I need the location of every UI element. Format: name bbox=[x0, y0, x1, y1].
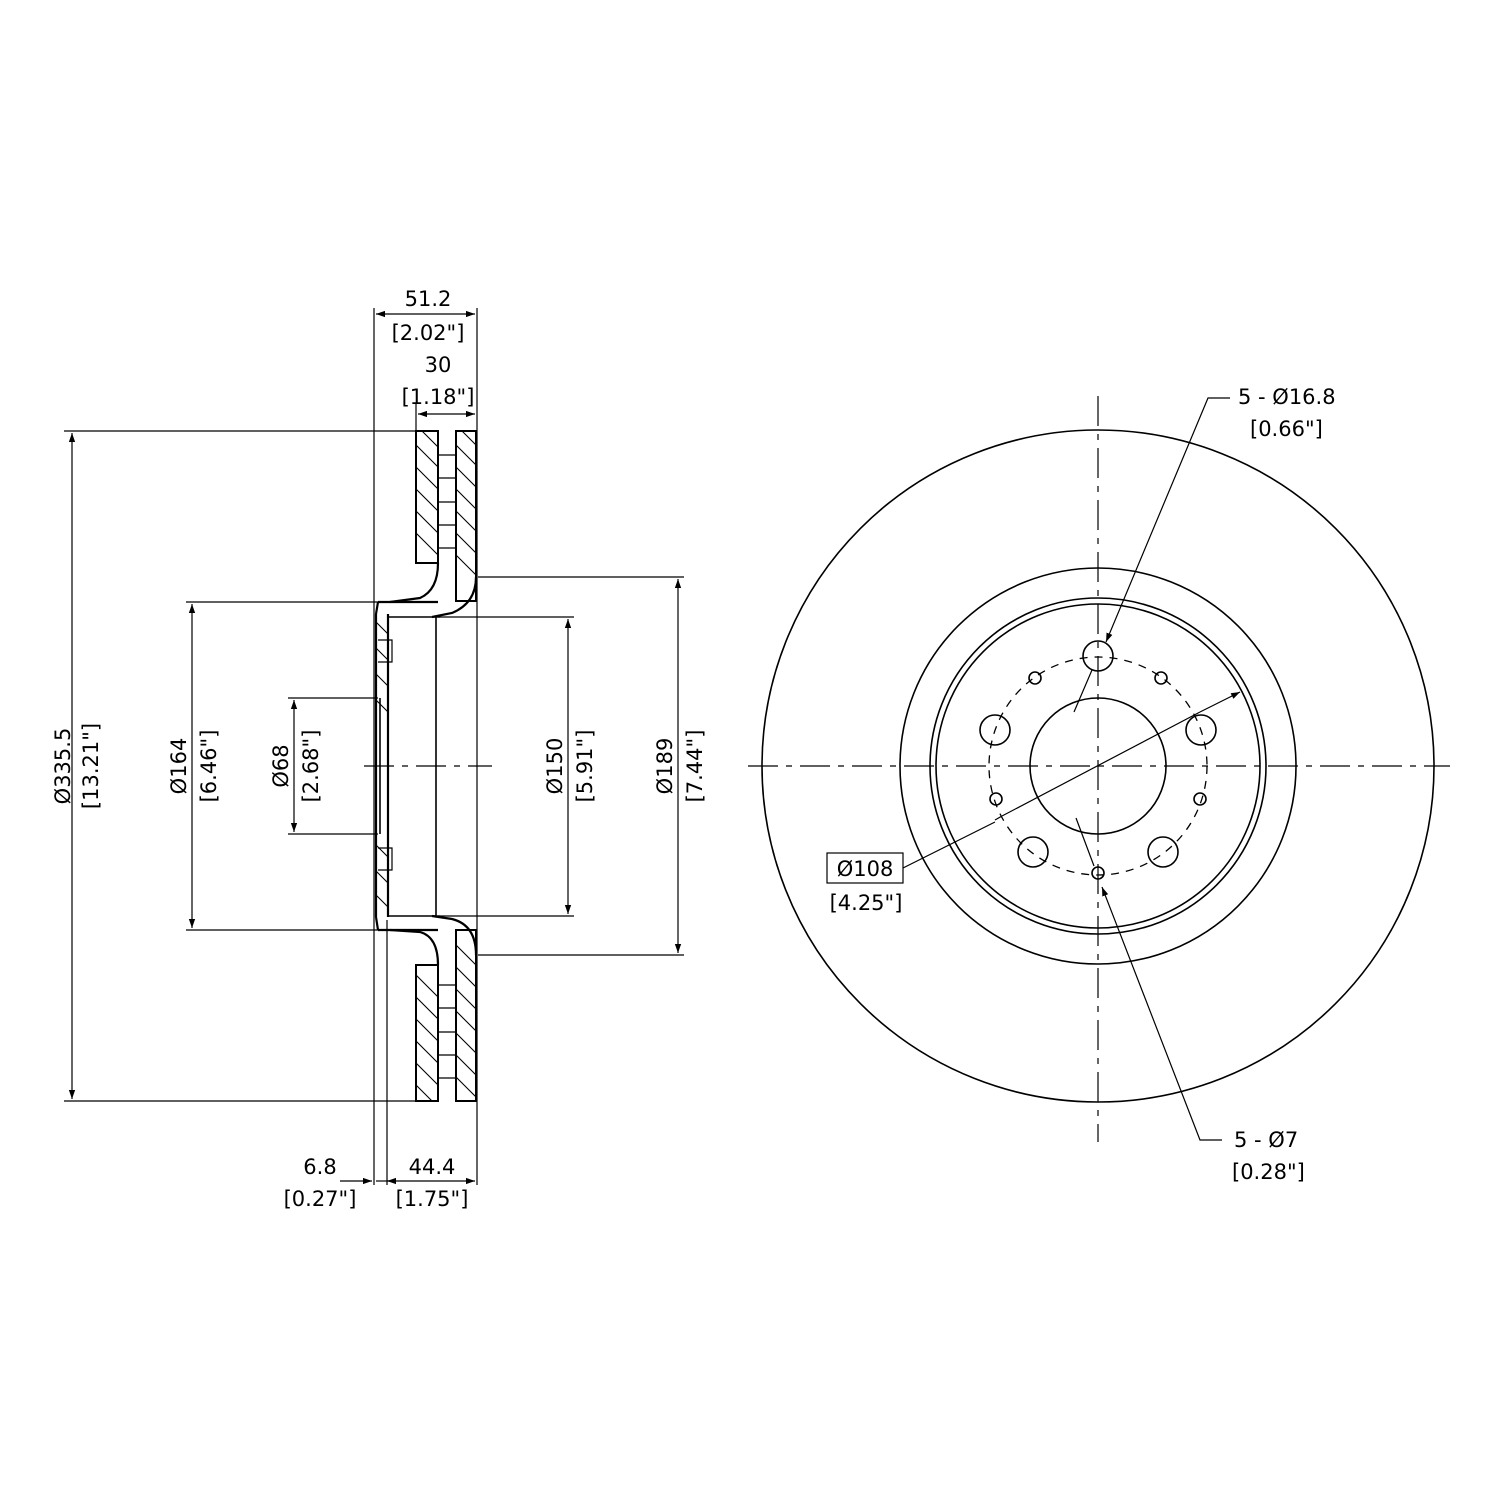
dim-hat-outer-diameter-inch: [6.46"] bbox=[197, 730, 221, 803]
bolt-hole bbox=[1185, 714, 1217, 746]
dim-center-bore-inch: [2.68"] bbox=[299, 730, 323, 803]
bolt-hole bbox=[1147, 836, 1179, 868]
lower-hat-transition bbox=[389, 914, 478, 966]
bolt-hole bbox=[1082, 640, 1114, 672]
lower-friction-ring bbox=[415, 929, 477, 1102]
dim-friction-inner-diameter: Ø189 [7.44"] bbox=[653, 730, 707, 803]
bolt-hole bbox=[1017, 836, 1049, 868]
small-hole bbox=[1028, 671, 1042, 685]
small-hole bbox=[1154, 671, 1168, 685]
dim-center-bore: Ø68 [2.68"] bbox=[269, 730, 323, 803]
callout-bolt-circle-mm: Ø108 bbox=[837, 857, 894, 881]
dim-hat-thickness-mm: 6.8 bbox=[303, 1155, 336, 1179]
dim-hat-thickness: 6.8 [0.27"] bbox=[284, 1155, 357, 1211]
dim-hat-height: 44.4 [1.75"] bbox=[396, 1155, 469, 1211]
dim-overall-width-inch: [2.02"] bbox=[392, 321, 465, 345]
dim-hat-outer-diameter: Ø164 [6.46"] bbox=[167, 730, 221, 803]
bolt-holes bbox=[979, 640, 1217, 868]
leader-lines bbox=[902, 397, 1241, 1141]
dim-hat-inner-diameter-mm: Ø150 bbox=[543, 738, 567, 795]
extension-lines bbox=[64, 308, 684, 1185]
dim-hat-height-mm: 44.4 bbox=[409, 1155, 456, 1179]
small-hole bbox=[989, 792, 1003, 806]
callout-small-holes-mm: 5 - Ø7 bbox=[1234, 1128, 1298, 1152]
callout-bolt-holes-inch: [0.66"] bbox=[1250, 417, 1323, 441]
small-hole bbox=[1091, 866, 1105, 880]
dim-disc-thickness-inch: [1.18"] bbox=[402, 385, 475, 409]
small-hole bbox=[1193, 792, 1207, 806]
bolt-circle-box bbox=[826, 852, 904, 884]
dim-overall-width-mm: 51.2 bbox=[405, 287, 452, 311]
dimension-lines bbox=[68, 310, 682, 1185]
callout-bolt-holes-mm: 5 - Ø16.8 bbox=[1238, 385, 1336, 409]
callout-small-holes: 5 - Ø7 [0.28"] bbox=[1232, 1128, 1305, 1184]
dim-hat-thickness-inch: [0.27"] bbox=[284, 1187, 357, 1211]
face-view: 5 - Ø16.8 [0.66"] Ø108 [4.25"] 5 - Ø7 [0… bbox=[748, 385, 1450, 1184]
dim-hat-inner-diameter: Ø150 [5.91"] bbox=[543, 730, 597, 803]
dim-disc-thickness-mm: 30 bbox=[425, 353, 452, 377]
dim-rotor-diameter-inch: [13.21"] bbox=[79, 723, 103, 809]
dim-hat-outer-diameter-mm: Ø164 bbox=[167, 738, 191, 795]
section-view: 51.2 [2.02"] 30 [1.18"] Ø335.5 [13.21"] … bbox=[51, 287, 707, 1211]
dim-friction-inner-diameter-mm: Ø189 bbox=[653, 738, 677, 795]
bolt-hole bbox=[979, 714, 1011, 746]
upper-hat-transition bbox=[389, 562, 478, 619]
callout-bolt-circle-inch: [4.25"] bbox=[830, 891, 903, 915]
callout-small-holes-inch: [0.28"] bbox=[1232, 1160, 1305, 1184]
dim-rotor-diameter: Ø335.5 [13.21"] bbox=[51, 723, 103, 809]
small-holes bbox=[989, 671, 1207, 880]
dim-overall-width: 51.2 [2.02"] bbox=[392, 287, 465, 345]
callout-bolt-circle: Ø108 [4.25"] bbox=[826, 852, 904, 915]
dim-rotor-diameter-mm: Ø335.5 bbox=[51, 728, 75, 805]
upper-friction-ring bbox=[415, 430, 477, 602]
dim-center-bore-mm: Ø68 bbox=[269, 744, 293, 787]
dim-friction-inner-diameter-inch: [7.44"] bbox=[683, 730, 707, 803]
dim-hat-height-inch: [1.75"] bbox=[396, 1187, 469, 1211]
dim-hat-inner-diameter-inch: [5.91"] bbox=[573, 730, 597, 803]
callout-bolt-holes: 5 - Ø16.8 [0.66"] bbox=[1238, 385, 1336, 441]
dim-disc-thickness: 30 [1.18"] bbox=[402, 353, 475, 409]
